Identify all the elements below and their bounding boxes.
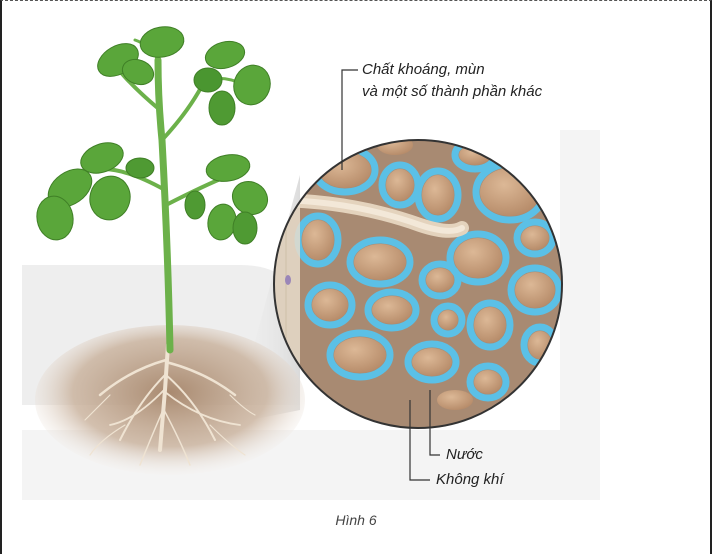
figure-caption: Hình 6 [0, 512, 712, 528]
magnified-soil-circle [270, 135, 562, 428]
label-minerals-line1: Chất khoáng, mùn [362, 60, 485, 79]
label-air: Không khí [436, 470, 504, 489]
label-water: Nước [446, 445, 483, 464]
plant-leaves [33, 23, 275, 244]
label-minerals-line2: và một số thành phần khác [362, 82, 542, 101]
